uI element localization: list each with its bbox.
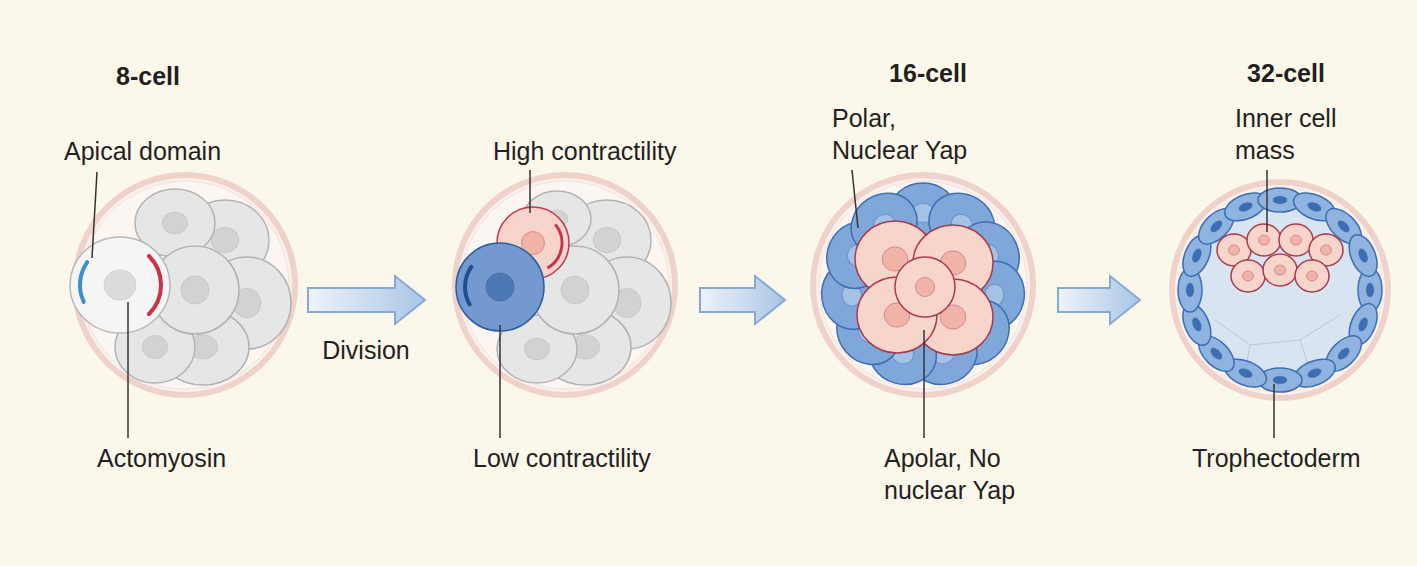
leader-line bbox=[852, 170, 858, 228]
cell-nucleus bbox=[561, 276, 589, 304]
callout-label: High contractility bbox=[493, 135, 676, 167]
leader-line bbox=[923, 330, 925, 438]
callout-label: Division bbox=[322, 334, 410, 366]
cell-nucleus bbox=[1191, 248, 1203, 264]
cell-nucleus bbox=[1186, 283, 1194, 297]
cell-body bbox=[1231, 260, 1265, 292]
cell-nucleus bbox=[1321, 245, 1332, 255]
cell bbox=[1344, 231, 1383, 281]
cell bbox=[895, 257, 955, 317]
zona-pellucida bbox=[455, 175, 675, 395]
cell-nucleus bbox=[1306, 201, 1322, 213]
cavity-line bbox=[1215, 315, 1340, 345]
actomyosin-arc bbox=[548, 224, 562, 268]
cell-body bbox=[895, 257, 955, 317]
cell-body bbox=[456, 243, 544, 331]
cell-nucleus bbox=[593, 227, 621, 253]
cell-body bbox=[1247, 224, 1281, 256]
cell bbox=[1263, 254, 1297, 286]
cell-body bbox=[1263, 254, 1297, 286]
cell-nucleus bbox=[1229, 245, 1240, 255]
cell-nucleus bbox=[1191, 316, 1203, 332]
cell-body bbox=[1279, 224, 1313, 256]
cell-nucleus bbox=[181, 276, 209, 304]
stage-arrow bbox=[308, 276, 425, 324]
cell-nucleus bbox=[1306, 367, 1322, 379]
cell-nucleus bbox=[1238, 367, 1254, 379]
apical-domain-arc bbox=[80, 262, 87, 302]
leader-line bbox=[92, 172, 97, 258]
cell-nucleus bbox=[142, 335, 168, 358]
actomyosin-arc bbox=[149, 256, 161, 314]
cell-nucleus bbox=[1209, 346, 1224, 361]
cell-nucleus bbox=[486, 273, 514, 301]
cell-nucleus bbox=[1209, 219, 1224, 234]
cell-nucleus bbox=[1307, 271, 1318, 281]
cell bbox=[70, 237, 170, 333]
cell-nucleus bbox=[524, 338, 550, 360]
cell bbox=[1247, 224, 1281, 256]
cell-nucleus bbox=[104, 270, 136, 301]
callout-label: Apolar, No nuclear Yap bbox=[884, 442, 1059, 506]
cell-nucleus bbox=[1273, 196, 1287, 204]
stage-heading: 8-cell bbox=[116, 60, 180, 92]
cell-nucleus bbox=[1366, 283, 1374, 297]
cell-nucleus bbox=[1357, 248, 1369, 264]
callout-label: Trophectoderm bbox=[1192, 442, 1361, 474]
cell-nucleus bbox=[915, 277, 934, 296]
stage-arrow bbox=[700, 276, 785, 324]
cell-nucleus bbox=[1291, 235, 1302, 245]
zona-pellucida bbox=[813, 175, 1033, 395]
leader-line bbox=[127, 302, 129, 438]
zona-pellucida bbox=[1172, 182, 1388, 398]
leader-line bbox=[529, 170, 531, 213]
cell-nucleus bbox=[1259, 235, 1270, 245]
cell bbox=[456, 243, 544, 331]
stage-heading: 16-cell bbox=[889, 57, 967, 89]
apical-domain-arc bbox=[465, 267, 471, 305]
cell-nucleus bbox=[1336, 346, 1351, 361]
callout-label: Low contractility bbox=[473, 442, 651, 474]
cell-nucleus bbox=[211, 227, 239, 253]
cell-nucleus bbox=[1238, 201, 1254, 213]
callout-label: Actomyosin bbox=[97, 442, 226, 474]
cell-nucleus bbox=[162, 212, 188, 234]
callout-label: Polar, Nuclear Yap bbox=[832, 102, 974, 166]
cell-nucleus bbox=[1357, 316, 1369, 332]
zona-pellucida bbox=[75, 175, 295, 395]
cell bbox=[1295, 260, 1329, 292]
stage-arrow bbox=[1058, 276, 1140, 324]
leader-line bbox=[499, 325, 501, 438]
cell-nucleus bbox=[1336, 219, 1351, 234]
cell-nucleus bbox=[1243, 271, 1254, 281]
cell bbox=[1231, 260, 1265, 292]
cell-nucleus bbox=[1273, 376, 1287, 384]
cell-nucleus bbox=[1275, 265, 1286, 275]
leader-line bbox=[1273, 384, 1275, 438]
embryo-16-cell bbox=[813, 175, 1033, 395]
callout-label: Apical domain bbox=[64, 135, 221, 167]
cell-body bbox=[1295, 260, 1329, 292]
embryo-dividing bbox=[455, 175, 675, 395]
zona-inner bbox=[1178, 188, 1382, 392]
cell-body bbox=[70, 237, 170, 333]
leader-line bbox=[1266, 170, 1268, 232]
cell-body bbox=[1344, 231, 1383, 281]
cell bbox=[1279, 224, 1313, 256]
callout-label: Inner cell mass bbox=[1235, 102, 1360, 166]
stage-heading: 32-cell bbox=[1247, 57, 1325, 89]
embryo-8-cell bbox=[70, 175, 295, 395]
embryo-blastocyst bbox=[1172, 182, 1388, 398]
